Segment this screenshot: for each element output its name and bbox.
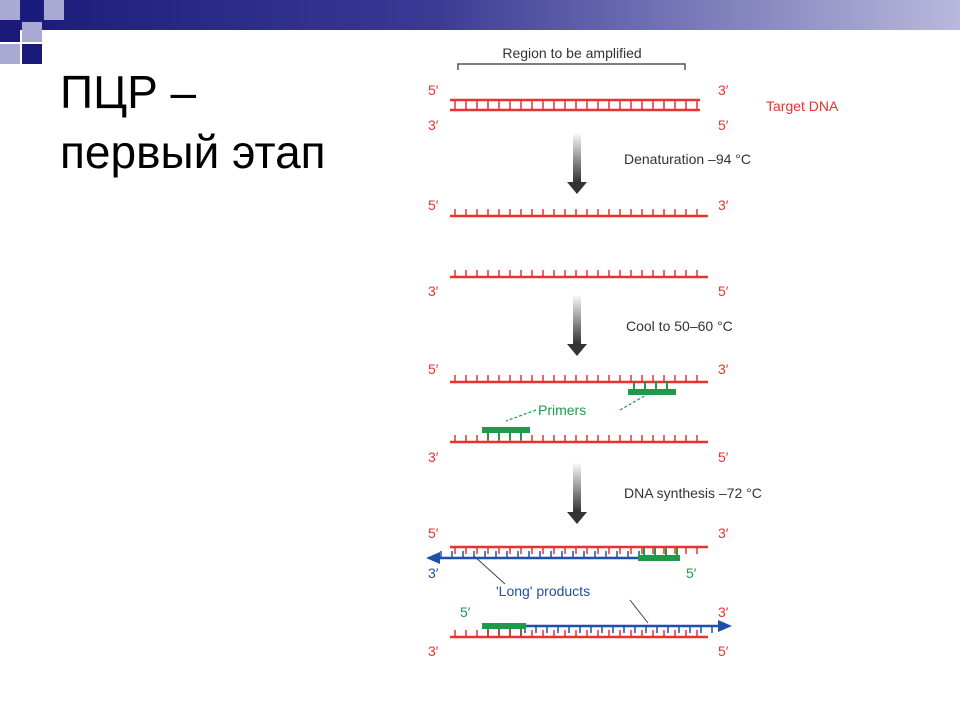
- target-dna-double-strand: [450, 98, 700, 112]
- decor-square: [44, 0, 64, 20]
- strand-end-label: 5′: [718, 117, 729, 133]
- decor-square: [0, 0, 20, 20]
- strand-end-label: 3′: [718, 197, 729, 213]
- strand-end-label: 3′: [428, 643, 439, 659]
- title-line-1: ПЦР –: [60, 66, 197, 118]
- new-strand-bottom-arrowhead: [718, 620, 732, 632]
- denatured-strand-top: [450, 209, 708, 218]
- cooling-step-label: Cool to 50–60 °C: [626, 318, 733, 334]
- dna-strands: [426, 98, 732, 639]
- primer-top-extended: [638, 548, 680, 561]
- strand-end-label: 3′: [718, 525, 729, 541]
- strand-end-label: 3′: [428, 117, 439, 133]
- strand-end-labels: 5′ 3′ 3′ 5′ 5′ 3′ 3′ 5′ 5′ 3′ 3′ 5′ 5′ 3′ 3′ 5′ 5′ 3′ 3′ 5′: [428, 82, 729, 659]
- header-gradient-bar: [0, 0, 960, 30]
- strand-end-label: 5′: [428, 82, 439, 98]
- denatured-strand-bottom: [450, 270, 708, 279]
- primers-pointer-right: [619, 393, 649, 411]
- decor-square: [22, 0, 42, 20]
- strand-end-label: 5′: [686, 565, 697, 581]
- annealed-strand-top: [450, 375, 708, 384]
- products-pointer-lower: [629, 599, 649, 624]
- strand-end-label: 3′: [718, 361, 729, 377]
- synthesis-step-label: DNA synthesis –72 °C: [624, 485, 762, 501]
- corner-squares-decoration: [0, 0, 80, 64]
- strand-end-label: 3′: [718, 82, 729, 98]
- new-strand-bottom: [520, 624, 720, 633]
- strand-end-label: 5′: [460, 604, 471, 620]
- strand-end-label: 5′: [428, 525, 439, 541]
- strand-end-label: 5′: [428, 197, 439, 213]
- target-dna-label: Target DNA: [766, 98, 839, 114]
- decor-square: [22, 22, 42, 42]
- new-strand-top: [436, 551, 640, 560]
- strand-end-label: 5′: [718, 643, 729, 659]
- strand-end-label: 3′: [428, 449, 439, 465]
- slide-title: ПЦР – первый этап: [60, 62, 326, 182]
- arrow-down-icon: [567, 294, 587, 356]
- primer-top: [628, 382, 676, 395]
- title-line-2: первый этап: [60, 126, 326, 178]
- new-strand-top-arrowhead: [426, 552, 440, 564]
- strand-end-label: 3′: [428, 283, 439, 299]
- region-bracket: [457, 63, 686, 70]
- decor-square: [0, 44, 20, 64]
- annealed-strand-bottom: [450, 435, 708, 444]
- decor-square: [22, 44, 42, 64]
- template-strand-bottom: [450, 630, 708, 639]
- strand-end-label: 3′: [428, 565, 439, 581]
- arrow-down-icon: [567, 132, 587, 194]
- pcr-first-stage-diagram: Region to be amplified Target DNA Denatu…: [426, 45, 839, 659]
- decor-square: [0, 22, 20, 42]
- products-pointer-upper: [473, 555, 506, 585]
- primers-pointer-left: [505, 409, 537, 422]
- denaturation-step-label: Denaturation –94 °C: [624, 151, 751, 167]
- strand-end-label: 5′: [428, 361, 439, 377]
- template-strand-top: [450, 545, 708, 554]
- region-label: Region to be amplified: [502, 45, 641, 61]
- arrow-down-icon: [567, 462, 587, 524]
- strand-end-label: 5′: [718, 449, 729, 465]
- strand-end-label: 5′: [718, 283, 729, 299]
- strand-end-label: 3′: [718, 604, 729, 620]
- long-products-label: 'Long' products: [496, 583, 590, 599]
- primers-label: Primers: [538, 402, 586, 418]
- primer-bottom: [482, 427, 530, 440]
